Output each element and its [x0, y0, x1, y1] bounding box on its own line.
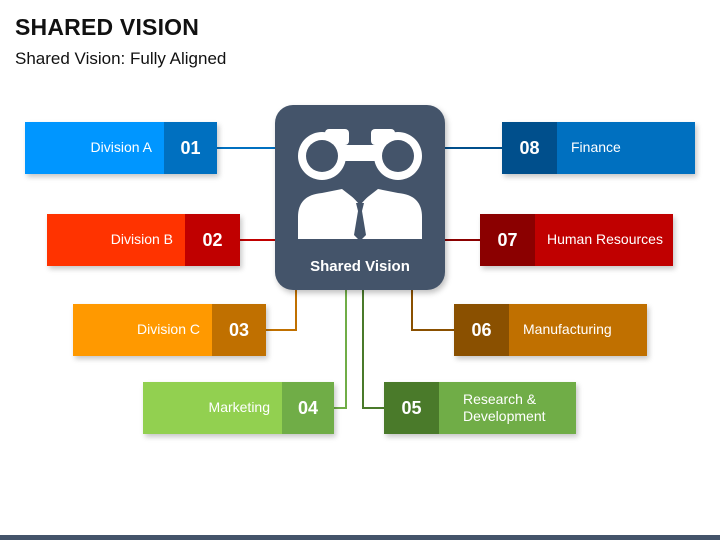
hub-label: Shared Vision [310, 258, 410, 275]
item-label: Human Resources [535, 214, 673, 266]
item-label: Division B [47, 214, 185, 266]
connector-04 [334, 290, 347, 409]
manufacturing-card: 06 Manufacturing [454, 304, 647, 356]
item-number: 02 [185, 214, 240, 266]
connector-03 [266, 290, 297, 331]
item-label: Finance [557, 122, 695, 174]
item-label: Division C [73, 304, 212, 356]
division-b-card: Division B 02 [47, 214, 240, 266]
item-label: Manufacturing [509, 304, 647, 356]
shared-vision-hub: Shared Vision [275, 105, 445, 290]
item-number: 06 [454, 304, 509, 356]
research-development-card: 05 Research & Development [384, 382, 576, 434]
item-label: Marketing [143, 382, 282, 434]
division-c-card: Division C 03 [73, 304, 266, 356]
connector-05 [362, 290, 384, 409]
binoculars-person-icon [298, 129, 422, 241]
item-number: 03 [212, 304, 266, 356]
item-number: 04 [282, 382, 334, 434]
footer-bar [0, 535, 720, 540]
page-title: SHARED VISION [15, 14, 200, 40]
item-number: 01 [164, 122, 217, 174]
item-number: 07 [480, 214, 535, 266]
finance-card: 08 Finance [502, 122, 695, 174]
item-number: 08 [502, 122, 557, 174]
item-label: Division A [25, 122, 164, 174]
marketing-card: Marketing 04 [143, 382, 334, 434]
item-label: Research & Development [439, 382, 576, 434]
human-resources-card: 07 Human Resources [480, 214, 673, 266]
division-a-card: Division A 01 [25, 122, 217, 174]
item-number: 05 [384, 382, 439, 434]
page-subtitle: Shared Vision: Fully Aligned [15, 49, 227, 68]
connector-06 [411, 290, 454, 331]
